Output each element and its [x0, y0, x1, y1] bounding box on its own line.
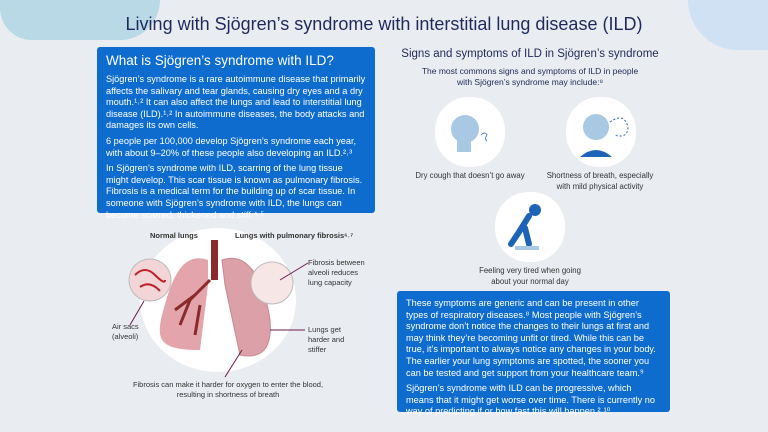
what-paragraph: 6 people per 100,000 develop Sjögren’s s… — [106, 135, 357, 158]
cough-icon — [435, 97, 505, 167]
what-paragraph: In Sjögren’s syndrome with ILD, scarring… — [106, 163, 363, 220]
what-heading: What is Sjögren’s syndrome with ILD? — [106, 53, 334, 68]
lungs-illustration: Normal lungs Lungs with pulmonary fibros… — [100, 225, 370, 405]
breath-icon — [566, 97, 636, 167]
lungs-harder-label: Lungs get harder and stiffer — [308, 325, 345, 354]
symptom-label: Shortness of breath, especially with mil… — [546, 171, 654, 191]
symptom-label: Feeling very tired when going about your… — [479, 266, 581, 286]
symptoms-heading: Signs and symptoms of ILD in Sjögren’s s… — [401, 48, 659, 60]
more-info-box: These symptoms are generic and can be pr… — [397, 291, 670, 416]
what-paragraph: Sjögren’s syndrome is a rare autoimmune … — [106, 74, 366, 131]
fibrosis-between-label: Fibrosis between alveoli reduces lung ca… — [308, 258, 365, 287]
tired-person-icon — [495, 192, 565, 262]
page-title: Living with Sjögren’s syndrome with inte… — [125, 14, 643, 34]
fibrosis-lungs-label: Lungs with pulmonary fibrosis⁶˒⁷ — [235, 231, 354, 240]
lungs-diagram — [128, 228, 309, 378]
air-sacs-label: Air sacs (alveoli) — [112, 322, 139, 341]
more-paragraph: These symptoms are generic and can be pr… — [406, 298, 656, 378]
normal-lungs-label: Normal lungs — [150, 231, 198, 240]
symptom-label: Dry cough that doesn’t go away — [415, 171, 525, 180]
decorative-blob — [0, 0, 160, 40]
symptoms-intro: The most commons signs and symptoms of I… — [421, 66, 639, 87]
more-paragraph: Sjögren’s syndrome with ILD can be progr… — [406, 383, 656, 417]
fibrosis-caption: Fibrosis can make it harder for oxygen t… — [132, 380, 324, 399]
what-is-box: What is Sjögren’s syndrome with ILD? Sjö… — [97, 47, 375, 220]
